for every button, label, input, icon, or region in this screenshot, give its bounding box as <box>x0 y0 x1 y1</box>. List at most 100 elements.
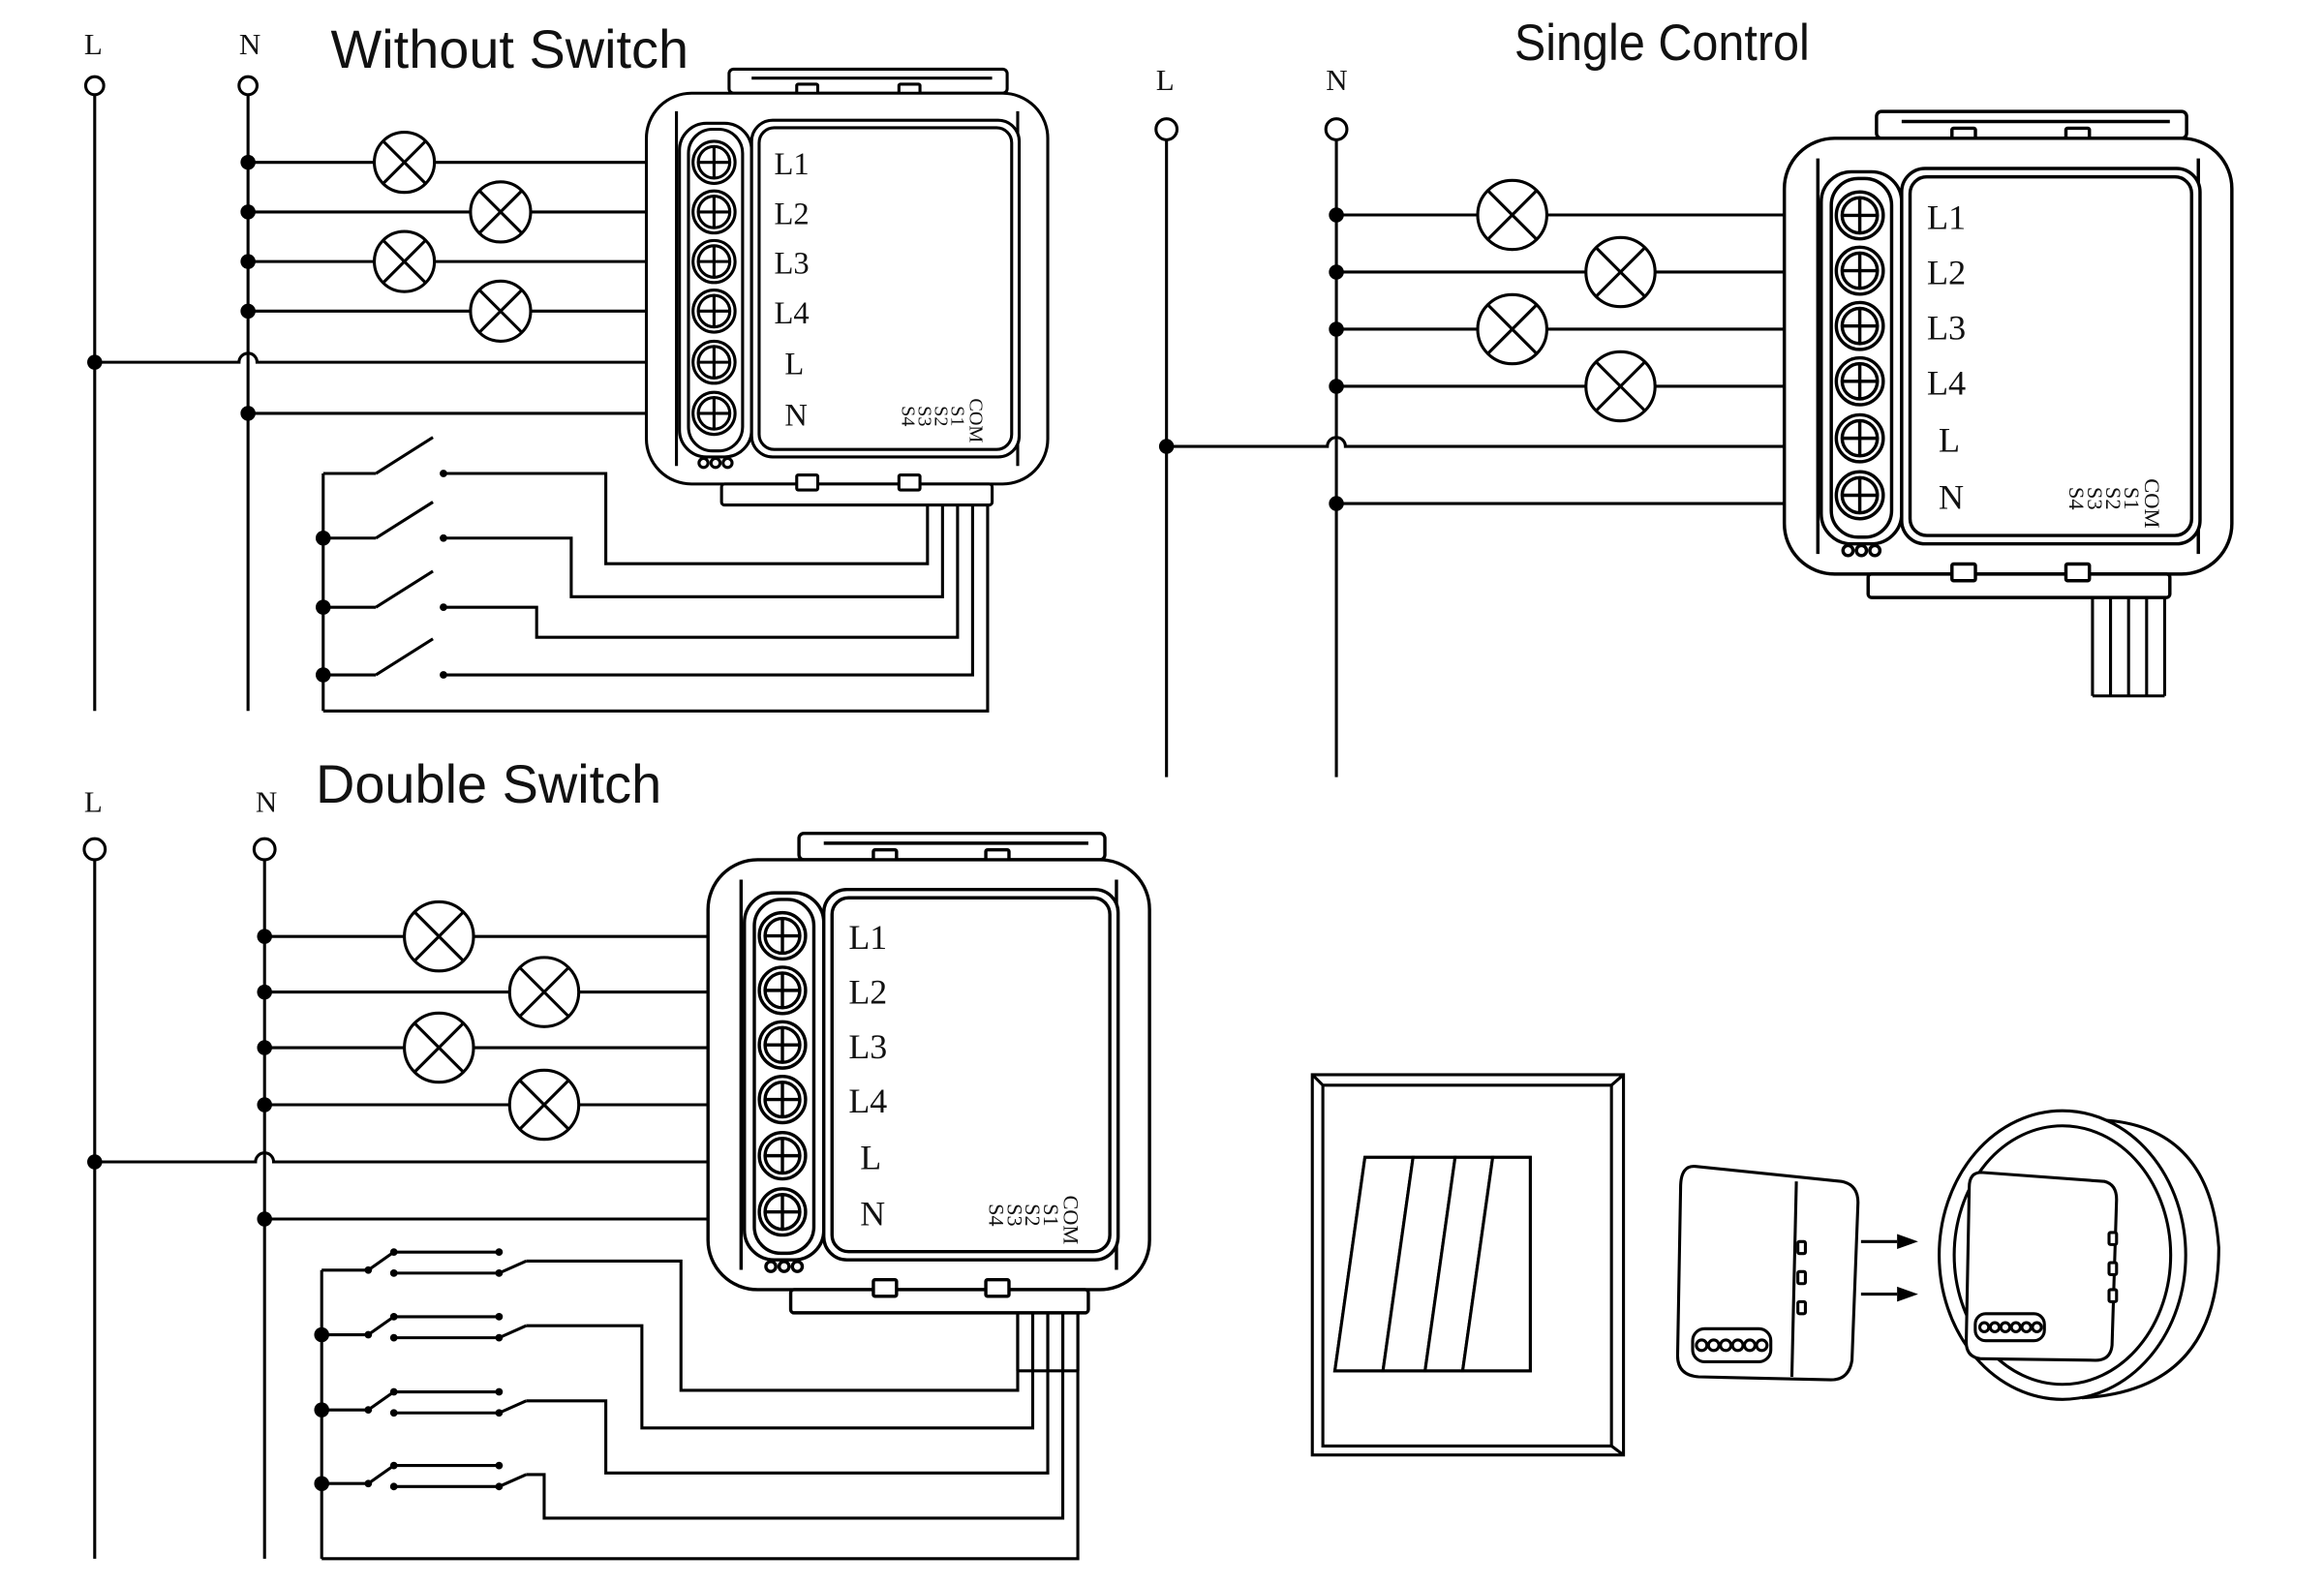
switch-input-label: COM <box>2140 478 2164 528</box>
lamp-cross <box>382 139 427 185</box>
terminal-hole <box>1719 1338 1733 1353</box>
switch-contact-icon <box>364 1461 527 1491</box>
lamp-cross <box>1595 246 1646 298</box>
terminal-label-l3: L3 <box>848 1027 887 1066</box>
switch-input-label: S3 <box>914 406 935 426</box>
lamp-cross <box>518 1079 570 1131</box>
terminal-hole <box>1730 1338 1745 1353</box>
screw-terminal-icon <box>757 1074 808 1125</box>
switch-contact-icon <box>375 501 447 542</box>
screw-terminal-icon <box>691 289 737 334</box>
switch-contact <box>389 1313 398 1321</box>
diagram-title: Without Switch <box>331 18 689 79</box>
lamp-icon <box>469 279 533 343</box>
neutral-label: N <box>239 27 260 61</box>
screw-terminal-icon <box>691 339 737 385</box>
lamp-cross <box>478 190 523 234</box>
switch-wire <box>526 1307 1035 1430</box>
live-terminal <box>1154 117 1179 141</box>
switch-wire <box>526 1307 1050 1475</box>
indicator-hole <box>697 456 710 470</box>
switch-contact <box>389 1248 398 1257</box>
switch-input-label: S2 <box>1021 1204 1045 1226</box>
neutral-terminal <box>1324 117 1349 141</box>
com-wire <box>321 1307 1080 1561</box>
wire-with-hop <box>94 1151 759 1164</box>
lamp-cross <box>1595 360 1646 412</box>
switch-contact-icon <box>375 436 447 477</box>
indicator-hole <box>777 1260 791 1273</box>
terminal-label-l4: L4 <box>774 296 809 331</box>
switch-contact-icon <box>375 637 447 679</box>
terminal-label-n: N <box>784 398 808 433</box>
lamp-cross <box>1486 303 1538 355</box>
lamp-icon <box>469 180 533 244</box>
bottom-clip <box>719 482 994 507</box>
terminal-hole <box>1706 1338 1721 1353</box>
switch-wire <box>446 483 944 598</box>
lamp-icon <box>1584 235 1657 309</box>
plate-bevel <box>1610 1073 1625 1086</box>
clip-tab <box>897 473 922 492</box>
live-terminal <box>82 837 107 862</box>
switch-input-label: S4 <box>2064 487 2089 510</box>
terminal-label-l: L <box>784 348 804 382</box>
lamp-icon <box>403 899 475 973</box>
lamp-icon <box>372 229 437 293</box>
switch-input-label: S2 <box>931 406 952 426</box>
switch-wire <box>446 472 930 565</box>
neutral-terminal <box>252 837 277 862</box>
neutral-terminal <box>237 75 260 97</box>
module-pin <box>1796 1239 1807 1256</box>
module-edge <box>1789 1181 1798 1378</box>
terminal-label-l2: L2 <box>848 973 887 1012</box>
arrow-head <box>1897 1286 1918 1302</box>
box-inner <box>1952 1124 2173 1387</box>
indicator-hole <box>1868 543 1882 558</box>
lamp-icon <box>507 956 581 1028</box>
live-label: L <box>1156 63 1175 97</box>
clip-tab <box>795 473 820 492</box>
screw-terminal-icon <box>757 1187 808 1237</box>
screw-terminal-icon <box>1834 412 1885 464</box>
terminal-label-l1: L1 <box>848 918 887 957</box>
indicator-hole <box>1854 543 1869 558</box>
switch-contact <box>389 1333 398 1342</box>
switch-lever <box>375 637 434 677</box>
indicator-hole <box>790 1260 805 1273</box>
module-body <box>1675 1165 1860 1382</box>
switch-contact-icon <box>364 1313 527 1342</box>
module-pin <box>2107 1288 2119 1303</box>
switch-lever <box>375 436 434 475</box>
terminal-label-l2: L2 <box>1927 253 1966 291</box>
diagram-title: Double Switch <box>316 753 661 814</box>
terminal-label-l: L <box>860 1138 881 1176</box>
switch-contact-icon <box>364 1387 527 1417</box>
top-clip <box>727 67 1009 95</box>
terminal-hole <box>1999 1321 2012 1333</box>
switch-lever <box>367 1464 395 1485</box>
switch-contact <box>389 1461 398 1470</box>
terminal-label-l3: L3 <box>774 247 809 282</box>
switch-input-label: COM <box>1058 1196 1083 1245</box>
module-pin <box>2107 1261 2119 1276</box>
terminal-label-n: N <box>860 1194 885 1233</box>
clip-tab <box>1950 562 1977 583</box>
terminal-label-n: N <box>1939 477 1964 516</box>
module-pin <box>1796 1269 1807 1286</box>
switch-contact <box>389 1387 398 1396</box>
switch-contact <box>440 671 447 679</box>
terminal-label-l1: L1 <box>774 147 809 182</box>
screw-terminal-icon <box>1834 470 1885 521</box>
screw-terminal-icon <box>757 1020 808 1070</box>
top-clip <box>1875 109 2188 140</box>
switch-input-label: S3 <box>1002 1204 1026 1226</box>
screw-terminal-icon <box>757 910 808 961</box>
wall-switch-illustration <box>1310 1073 1626 1457</box>
